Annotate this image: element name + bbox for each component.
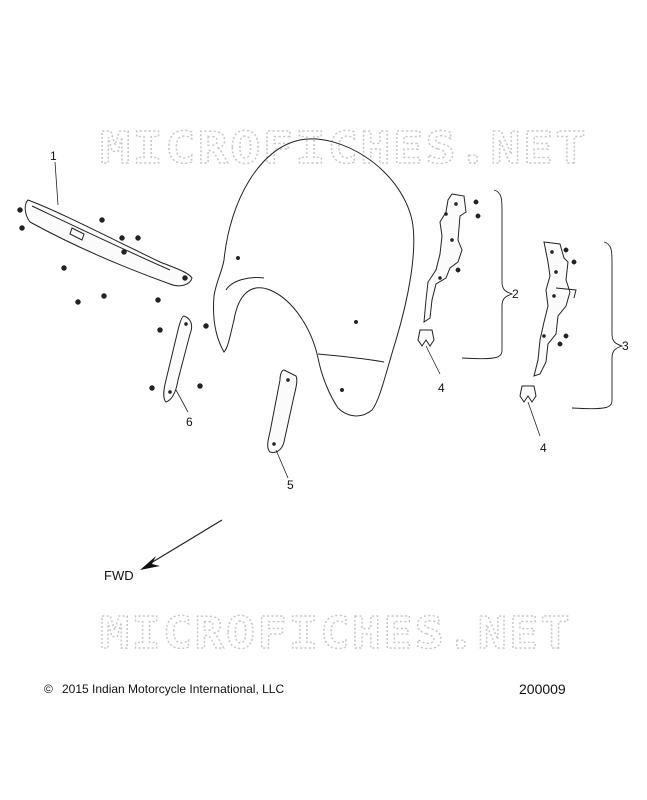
callout-4b: 4 bbox=[540, 441, 547, 455]
callout-2: 2 bbox=[512, 287, 519, 301]
part-2-mounting-bracket bbox=[423, 193, 481, 323]
part-4-clip-b bbox=[519, 385, 537, 403]
fwd-label: FWD bbox=[104, 568, 134, 583]
leader-5 bbox=[275, 449, 289, 479]
windshield bbox=[213, 138, 415, 417]
watermark-top: MICROFICHES.NET bbox=[100, 123, 588, 174]
callout-1: 1 bbox=[50, 149, 57, 163]
brace-3[interactable] bbox=[571, 241, 624, 410]
leader-4a bbox=[425, 345, 441, 375]
part-4-clip-a bbox=[417, 329, 435, 347]
brace-2[interactable] bbox=[461, 189, 514, 360]
forward-direction-arrow bbox=[140, 519, 223, 570]
callout-3: 3 bbox=[622, 339, 629, 353]
leader-4b bbox=[527, 401, 541, 437]
part-6-side-strip bbox=[149, 315, 203, 403]
leader-1 bbox=[54, 161, 59, 206]
part-3-mounting-bracket bbox=[533, 241, 577, 377]
part-1-fasteners bbox=[17, 207, 209, 333]
diagram-id: 200009 bbox=[519, 681, 566, 697]
callout-4a: 4 bbox=[438, 381, 445, 395]
watermark-bottom: MICROFICHES.NET bbox=[100, 608, 572, 659]
copyright-text: 2015 Indian Motorcycle International, LL… bbox=[62, 682, 284, 696]
part-5-center-strip bbox=[267, 369, 298, 453]
copyright-symbol: © bbox=[44, 682, 53, 696]
leader-6 bbox=[175, 389, 189, 413]
callout-5: 5 bbox=[287, 478, 294, 492]
callout-6: 6 bbox=[186, 415, 193, 429]
part-1-upper-trim bbox=[24, 199, 193, 287]
